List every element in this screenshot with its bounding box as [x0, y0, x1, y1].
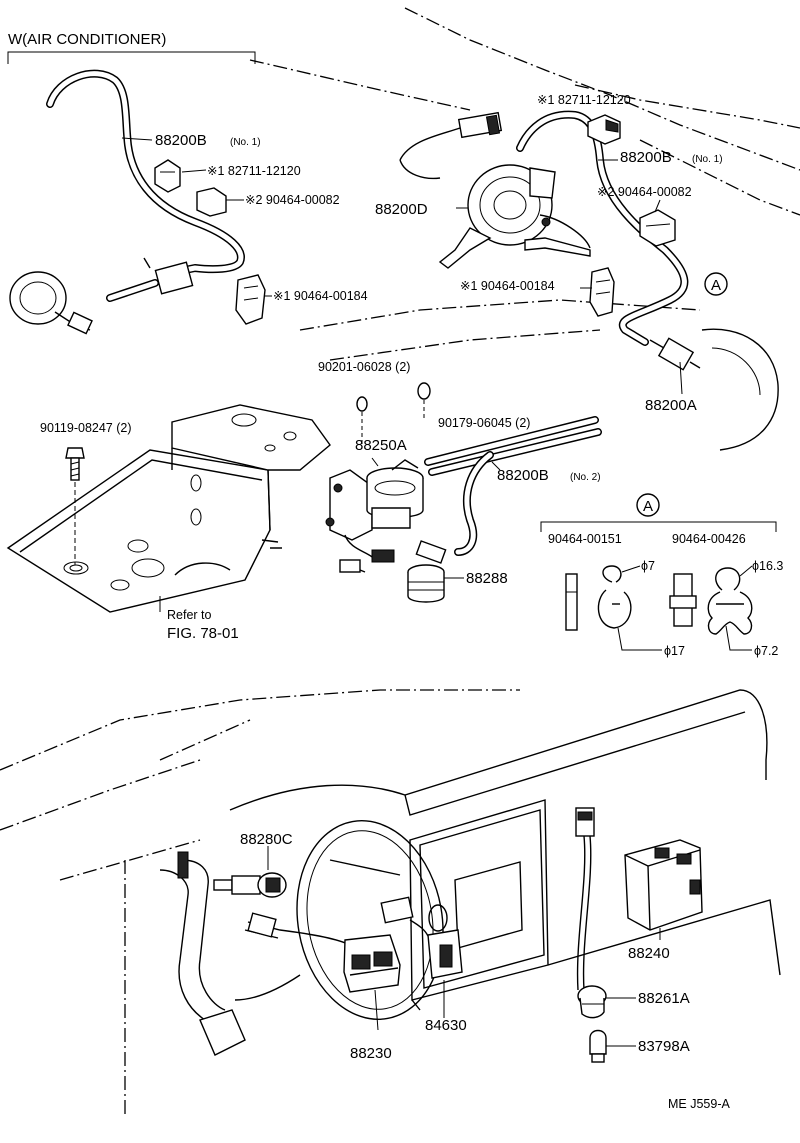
washer-icon: [356, 396, 368, 412]
clip-icon: [196, 187, 227, 217]
valve-assembly: 90201-06028 (2) 90179-06045 (2) 88250A 8…: [318, 360, 602, 603]
label-washer-90179: 90179-06045 (2): [438, 416, 530, 430]
label-clip-90464-00151: 90464-00151: [548, 532, 622, 546]
detail-a-heading: A: [643, 498, 653, 515]
diagram-code: ME J559-A: [668, 1097, 730, 1111]
label-hose-88200b-no1: 88200B: [155, 132, 207, 149]
dim-phi-7: ϕ7: [641, 559, 655, 573]
label-hose-note: (No. 1): [230, 137, 261, 148]
detail-a: A 90464-00151 90464-00426 ϕ7 ϕ17 ϕ16.3 ϕ…: [540, 493, 783, 658]
label-clip-90464-00184: ※1 90464-00184: [273, 289, 368, 303]
label-refer-fig: FIG. 78-01: [167, 625, 239, 642]
label-actuator-88200d: 88200D: [375, 201, 428, 218]
label-hose-88200b-no2: 88200B: [497, 467, 549, 484]
variant-header: W(AIR CONDITIONER): [7, 31, 256, 64]
label-valve-88250a: 88250A: [355, 437, 407, 454]
label-hose-note-right: (No. 1): [692, 154, 723, 165]
t-fitting: [154, 261, 194, 295]
label-sensor-88288: 88288: [466, 570, 508, 587]
label-clip-90464-00082-right: ※2 90464-00082: [597, 185, 692, 199]
bolt-icon: [65, 447, 85, 459]
pedal-icon: [199, 1009, 246, 1056]
dim-phi-16-3: ϕ16.3: [752, 559, 783, 573]
label-switch-88230: 88230: [350, 1045, 392, 1062]
mounting-bracket: 90119-08247 (2) Refer to FIG. 78-01: [6, 404, 331, 642]
label-refer-to: Refer to: [167, 608, 212, 622]
label-clip-82711: ※1 82711-12120: [207, 164, 301, 178]
label-bulb-83798a: 83798A: [638, 1038, 690, 1055]
label-clip-90464-00426: 90464-00426: [672, 532, 746, 546]
clip-icon: [589, 267, 615, 317]
label-clip-90464-00082: ※2 90464-00082: [245, 193, 340, 207]
clip-front-view: [602, 565, 622, 583]
dim-phi-7-2: ϕ7.2: [754, 644, 778, 658]
label-hose-note-no2: (No. 2): [570, 472, 601, 483]
detail-marker-a-text: A: [711, 277, 721, 294]
variant-title: W(AIR CONDITIONER): [8, 31, 166, 48]
detail-marker-a: [704, 272, 728, 296]
washer-icon: [417, 382, 431, 400]
label-connector-88200a: 88200A: [645, 397, 697, 414]
label-switch-88280c: 88280C: [240, 831, 293, 848]
clip-side-view: [565, 573, 578, 631]
label-switch-84630: 84630: [425, 1017, 467, 1034]
upper-left-assembly: 88200B (No. 1) ※1 82711-12120 ※2 90464-0…: [9, 69, 368, 335]
vacuum-tank: [9, 271, 67, 325]
clip-front-view: [715, 567, 741, 591]
label-washer-90201: 90201-06028 (2): [318, 360, 410, 374]
label-computer-88240: 88240: [628, 945, 670, 962]
label-clip-90464-00184-right: ※1 90464-00184: [460, 279, 555, 293]
clip-icon: [639, 209, 676, 247]
clip-icon: [154, 159, 181, 193]
dim-phi-17: ϕ17: [664, 644, 685, 658]
label-socket-88261a: 88261A: [638, 990, 690, 1007]
label-hose-88200b-no1-right: 88200B: [620, 149, 672, 166]
vehicle-body-outline: [0, 7, 800, 1115]
dashboard-area: 88280C 88230 84630 88240: [159, 689, 781, 1063]
detail-a-heading-icon: [636, 493, 660, 517]
upper-right-assembly: ※1 82711-12120 88200B (No. 1) ※2 90464-0…: [375, 93, 779, 451]
connector-88200a-icon: [657, 337, 695, 371]
bulb-icon: [589, 1029, 607, 1055]
main-switch-icon: [343, 934, 401, 993]
label-bolt-90119: 90119-08247 (2): [40, 421, 132, 435]
label-clip-82711-right: ※1 82711-12120: [537, 93, 631, 107]
